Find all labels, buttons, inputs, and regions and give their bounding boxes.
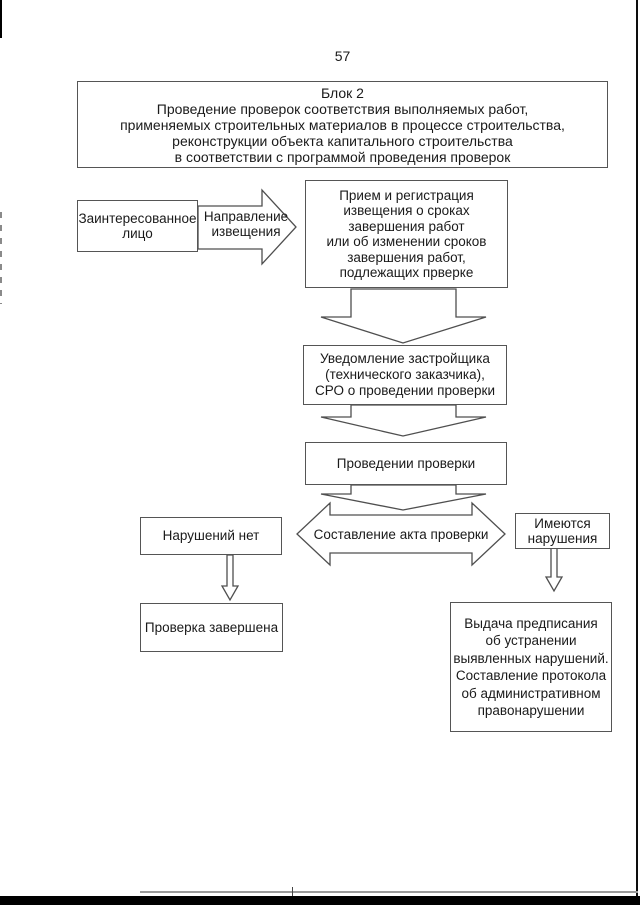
scan-tick-mark bbox=[292, 887, 293, 896]
down-block-arrow-1-icon bbox=[320, 288, 487, 344]
notice-direction-label: Направление извещения bbox=[203, 209, 289, 239]
scan-edge-left-dashes bbox=[0, 212, 2, 304]
reception-box: Прием и регистрация извещения о сроках з… bbox=[305, 180, 508, 288]
thin-down-arrow-right-icon bbox=[544, 547, 564, 593]
no-violations-box: Нарушений нет bbox=[140, 517, 282, 555]
block2-title-box: Блок 2 Проведение проверок соответствия … bbox=[77, 81, 608, 168]
notification-box: Уведомление застройщика (технического за… bbox=[303, 345, 507, 405]
down-block-arrow-3-icon bbox=[320, 484, 487, 511]
notice-direction-arrow-icon bbox=[197, 188, 297, 266]
interested-person-box: Заинтересованное лицо bbox=[77, 200, 198, 252]
prescription-box: Выдача предписания об устранении выявлен… bbox=[450, 602, 612, 732]
scan-edge-bottom bbox=[0, 896, 640, 905]
thin-down-arrow-left-icon bbox=[220, 554, 240, 602]
scan-edge-left-top bbox=[0, 0, 2, 38]
page-number: 57 bbox=[334, 48, 351, 64]
down-block-arrow-2-icon bbox=[320, 404, 487, 437]
scan-edge-right bbox=[636, 0, 638, 905]
has-violations-box: Имеются нарушения bbox=[515, 513, 610, 549]
check-completed-box: Проверка завершена bbox=[140, 603, 283, 652]
inspection-box: Проведении проверки bbox=[305, 442, 507, 485]
act-double-arrow-icon bbox=[296, 501, 506, 567]
act-arrow-label: Составление акта проверки bbox=[313, 527, 489, 542]
scan-edge-bottom-gray bbox=[140, 891, 638, 893]
